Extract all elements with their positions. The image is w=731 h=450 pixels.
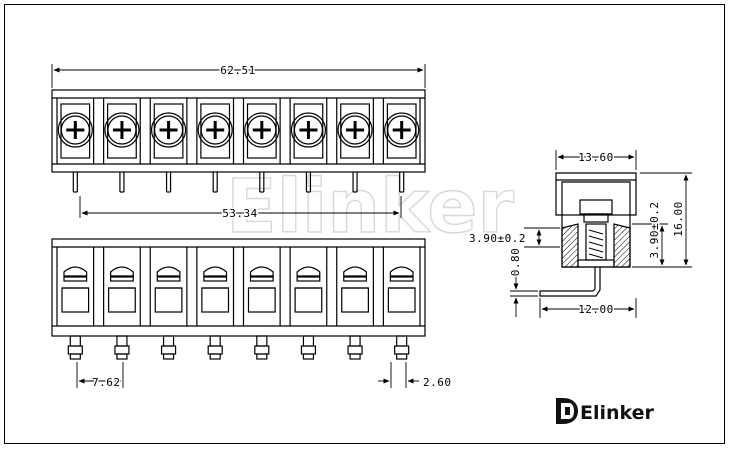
front-view <box>51 89 426 193</box>
terminal-cavity <box>336 247 374 326</box>
pin <box>300 335 317 360</box>
brand-name: Elinker <box>580 402 655 424</box>
terminal-position <box>382 98 421 164</box>
pin <box>114 335 130 360</box>
dim-left-offset: 3.90±0.2 <box>469 232 526 245</box>
dim-side-height: 16.00 <box>672 201 685 237</box>
brand-logo: Elinker <box>556 398 655 424</box>
terminal-cavity <box>103 247 141 326</box>
terminal-cavity <box>149 247 188 326</box>
terminal-cavity <box>242 247 281 326</box>
terminal-cavity <box>56 247 95 326</box>
pin <box>160 335 177 360</box>
terminal-position <box>56 98 95 164</box>
pin <box>347 335 363 360</box>
pin <box>259 172 265 193</box>
terminal-position <box>289 98 328 164</box>
drawing-border <box>4 4 725 444</box>
dim-pin-span: 53.34 <box>222 207 258 220</box>
pin <box>119 172 125 193</box>
terminal-position <box>103 98 141 164</box>
dim-pin-thickness: 0.80 <box>509 248 522 277</box>
side-view <box>539 172 637 297</box>
terminal-position <box>149 98 188 164</box>
pin <box>67 335 83 360</box>
terminal-cavity <box>196 247 235 326</box>
watermark-text: Elinker <box>226 164 514 250</box>
pin <box>254 335 270 360</box>
terminal-position <box>196 98 235 164</box>
terminal-position <box>336 98 374 164</box>
pin <box>72 172 78 193</box>
pin <box>352 172 358 193</box>
dim-pitch: 7.62 <box>92 376 121 389</box>
dim-pin-width: 2.60 <box>423 376 452 389</box>
terminal-position <box>242 98 281 164</box>
terminal-cavity <box>289 247 328 326</box>
dim-side-width: 13.60 <box>578 151 614 164</box>
pin <box>394 335 410 360</box>
terminal-cavity <box>382 247 421 326</box>
dim-overall-width: 62.51 <box>220 64 256 77</box>
pin <box>165 172 172 193</box>
pin <box>212 172 218 193</box>
bottom-view <box>51 238 426 360</box>
pin <box>399 172 405 193</box>
pin <box>207 335 223 360</box>
dim-right-offset: 3.90±0.2 <box>648 202 661 259</box>
dim-pin-length: 12.00 <box>578 303 614 316</box>
elinker-logo-icon <box>556 398 578 424</box>
pin <box>305 172 312 193</box>
